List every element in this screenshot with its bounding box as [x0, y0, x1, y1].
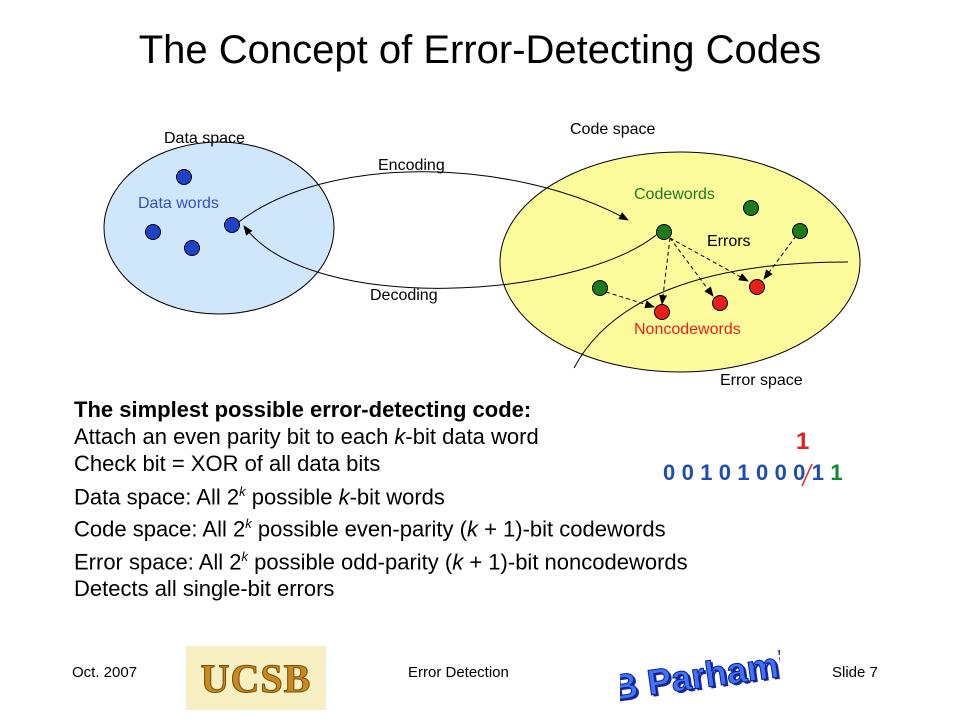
example-bit: 0 [681, 460, 694, 485]
codewords-label: Codewords [634, 186, 715, 203]
noncodeword-dots [654, 279, 765, 320]
codeword-dot [656, 224, 672, 240]
noncodeword-dot [712, 295, 728, 311]
error-arrow [669, 237, 749, 282]
decoding-arrow [243, 225, 661, 289]
explanation-line: Detects all single-bit errors [74, 576, 335, 602]
svg-text:B Parhami: B Parhami [620, 643, 780, 708]
code-space-label: Code space [570, 121, 656, 138]
ucsb-logo: UCSB [186, 646, 326, 710]
explanation-line: Attach an even parity bit to each k-bit … [74, 424, 539, 450]
footer-date: Oct. 2007 [72, 664, 138, 681]
example-bit: 0 [774, 460, 787, 485]
encoding-label: Encoding [378, 157, 445, 174]
example-bit: 1 [737, 460, 750, 485]
data-word-dot [184, 240, 200, 256]
author-logo: B Parhami B Parhami [620, 642, 780, 708]
error-arrow [605, 291, 655, 309]
explanation-line: Check bit = XOR of all data bits [74, 451, 381, 477]
error-arrows [605, 235, 797, 309]
svg-text:UCSB: UCSB [201, 656, 312, 701]
codeword-dots [592, 200, 808, 296]
explanation-line: Error space: All 2k possible odd-parity … [74, 548, 688, 574]
noncodewords-label: Noncodewords [634, 321, 741, 338]
noncodeword-dot [654, 304, 670, 320]
code-space-region [499, 151, 861, 373]
decoding-label: Decoding [370, 287, 438, 304]
footer-title: Error Detection [408, 664, 509, 681]
explanation-line: Data space: All 2k possible k-bit words [74, 483, 445, 509]
struck-bit: 0 [793, 460, 806, 485]
strike-mark [801, 463, 813, 487]
error-arrow [669, 237, 714, 297]
explanation-heading: The simplest possible error-detecting co… [74, 397, 532, 422]
explanation-text: The simplest possible error-detecting co… [74, 396, 688, 602]
data-word-dot [145, 224, 161, 240]
data-space-region [103, 141, 335, 315]
example-bit: 0 [663, 460, 676, 485]
encoding-arrow [235, 171, 629, 225]
explanation-line: Code space: All 2k possible even-parity … [74, 516, 666, 542]
data-word-dots [145, 169, 240, 256]
error-space-label: Error space [720, 372, 803, 389]
slide-title: The Concept of Error-Detecting Codes [138, 28, 822, 72]
flipped-bit: 1 [796, 428, 810, 455]
noncodeword-dot [749, 279, 765, 295]
errors-label: Errors [707, 233, 751, 250]
example-bit: 1 [700, 460, 713, 485]
parity-bit: 1 [830, 460, 843, 485]
error-code-diagram [103, 141, 861, 373]
codeword-dot [743, 200, 759, 216]
codeword-dot [592, 280, 608, 296]
example-bit: 0 [718, 460, 732, 485]
data-word-dot [176, 169, 192, 185]
data-words-label: Data words [138, 195, 219, 212]
error-arrow [763, 235, 797, 280]
example-bit: 0 [755, 460, 769, 485]
data-space-label: Data space [164, 130, 245, 147]
data-word-dot [224, 217, 240, 233]
example-bit: 1 [811, 460, 824, 485]
codeword-dot [792, 223, 808, 239]
slide-number: Slide 7 [832, 664, 878, 681]
error-space-boundary [573, 261, 849, 369]
